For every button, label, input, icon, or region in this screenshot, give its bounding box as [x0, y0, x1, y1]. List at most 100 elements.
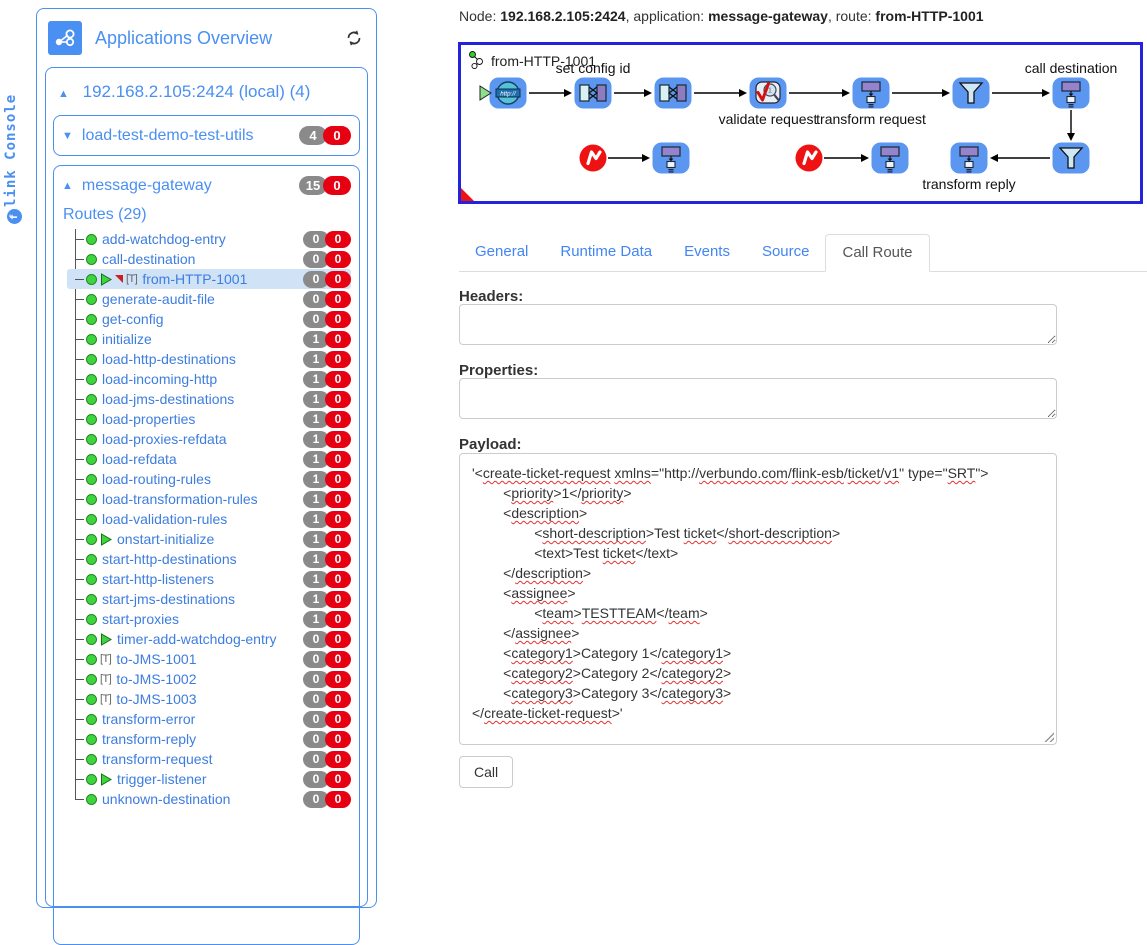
route-status-icon	[86, 773, 97, 785]
route-status-icon	[86, 733, 97, 745]
gray-badge: 1	[303, 430, 329, 448]
tab-events[interactable]: Events	[684, 243, 730, 260]
red-badge: 0	[325, 690, 351, 708]
tab-source[interactable]: Source	[761, 243, 810, 260]
gray-badge: 0	[303, 650, 329, 668]
route-status-icon	[86, 493, 97, 505]
red-badge: 0	[325, 630, 351, 648]
gray-badge: 0	[303, 310, 329, 328]
route-label: trigger-listener	[117, 771, 207, 787]
tree-connector-line	[75, 229, 76, 799]
route-status-icon	[86, 513, 97, 525]
red-badge: 0	[325, 430, 351, 448]
node-label: 192.168.2.105:2424 (local) (4)	[82, 82, 311, 101]
tab-general[interactable]: General	[475, 243, 529, 260]
route-label: start-http-destinations	[102, 551, 237, 567]
red-badge: 0	[323, 126, 351, 145]
route-label: load-validation-rules	[102, 511, 228, 527]
gray-badge: 1	[303, 510, 329, 528]
route-status-icon	[86, 373, 97, 385]
tab-call-route[interactable]: Call Route	[825, 234, 930, 272]
collapse-arrow-icon[interactable]: ▲	[62, 179, 73, 192]
route-status-icon	[86, 333, 97, 345]
route-status-icon	[86, 273, 97, 285]
panel-title: Applications Overview	[95, 27, 273, 48]
gray-badge: 1	[303, 490, 329, 508]
properties-input[interactable]	[459, 378, 1057, 419]
app-header[interactable]: ▼ load-test-demo-test-utils 4 0	[62, 126, 351, 145]
tab-runtime-data[interactable]: Runtime Data	[560, 243, 653, 260]
route-status-icon	[86, 793, 97, 805]
flink-logo-icon: f	[7, 209, 22, 224]
call-button[interactable]: Call	[459, 756, 514, 788]
payload-editor[interactable]: '<create-ticket-request xmlns="http://ve…	[459, 453, 1057, 745]
route-status-icon	[86, 753, 97, 765]
resize-grip-icon[interactable]	[1043, 731, 1054, 742]
route-status-icon	[86, 573, 97, 585]
refresh-button[interactable]	[343, 27, 365, 49]
expand-arrow-icon[interactable]: ▼	[62, 129, 73, 142]
red-badge: 0	[325, 390, 351, 408]
red-badge: 0	[325, 250, 351, 268]
red-badge: 0	[325, 650, 351, 668]
sidebar-header: Applications Overview	[44, 16, 369, 67]
route-status-icon	[86, 673, 97, 685]
gray-badge: 1	[303, 350, 329, 368]
app-header[interactable]: ▲ message-gateway 15 0	[62, 176, 351, 195]
route-label: to-JMS-1002	[116, 671, 197, 687]
node-panel: ▲ 192.168.2.105:2424 (local) (4) ▼ load-…	[45, 67, 368, 945]
brand-text: link Console	[3, 93, 19, 207]
app-panel-message-gateway: ▲ message-gateway 15 0 Routes (29) add-w…	[53, 165, 360, 945]
collapse-arrow-icon[interactable]: ▲	[58, 88, 69, 100]
gray-badge: 1	[303, 530, 329, 548]
payload-label: Payload:	[459, 436, 522, 453]
gray-badge: 1	[303, 450, 329, 468]
route-label: initialize	[102, 331, 152, 347]
route-diagram-panel: http:// set config id 1 validate request…	[458, 42, 1143, 204]
brand-vertical-text: f link Console	[3, 0, 22, 224]
application-value: message-gateway	[708, 8, 828, 24]
diagram-route-label: from-HTTP-1001	[468, 50, 596, 72]
gray-badge: 15	[299, 176, 327, 195]
route-status-icon	[86, 353, 97, 365]
diagram-node-t1	[574, 77, 612, 109]
route-status-icon	[86, 253, 97, 265]
route-status-icon	[86, 453, 97, 465]
node-header[interactable]: ▲ 192.168.2.105:2424 (local) (4)	[53, 75, 360, 115]
route-label: add-watchdog-entry	[102, 231, 226, 247]
route-status-icon	[86, 593, 97, 605]
headers-input[interactable]	[459, 304, 1057, 345]
tab-bar: General Runtime Data Events Source Call Rout…	[459, 234, 1147, 272]
route-label: start-proxies	[102, 611, 180, 627]
